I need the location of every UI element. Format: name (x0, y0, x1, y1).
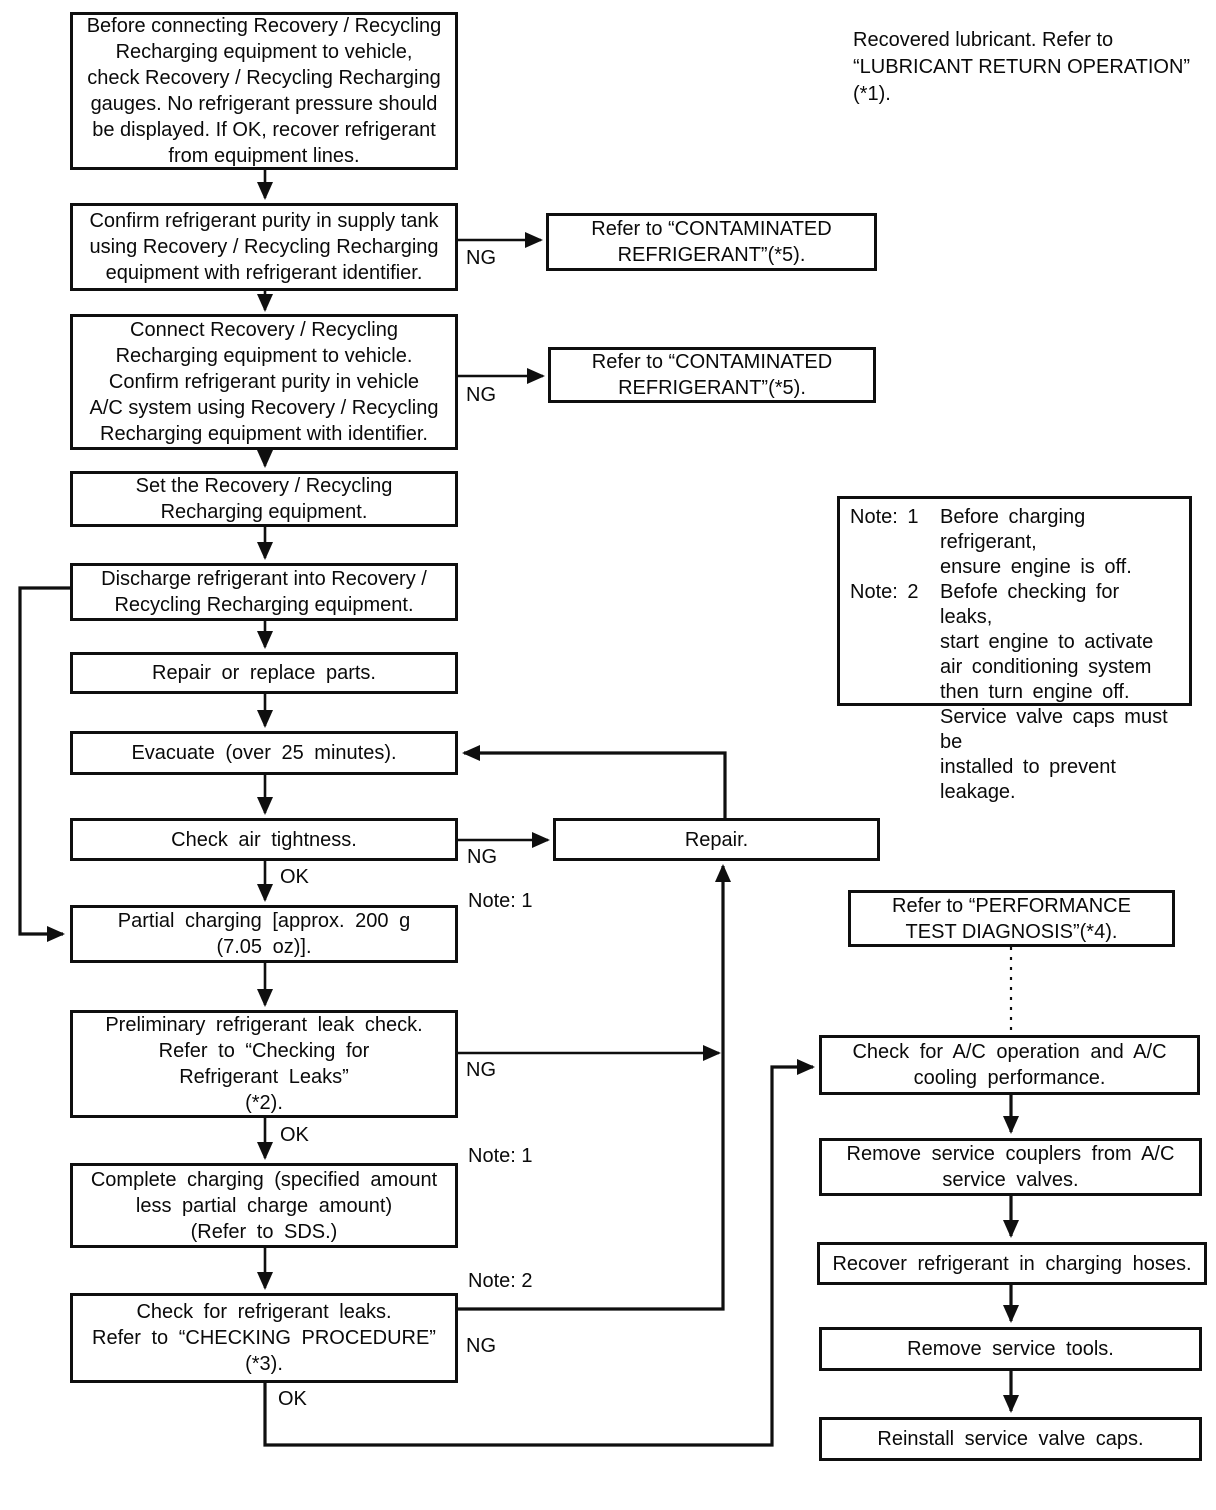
step-partial-charging: Partial charging [approx. 200 g (7.05 oz… (70, 905, 458, 963)
ref-contaminated-refrigerant-1: Refer to “CONTAMINATED REFRIGERANT”(*5). (546, 213, 877, 271)
note1-label-complete: Note: 1 (468, 1145, 533, 1167)
note-2-row: Note: 2 Befofe checking for leaks, start… (850, 580, 1179, 805)
ng-label-preliminary: NG (466, 1059, 496, 1081)
step-set-equipment: Set the Recovery / Recycling Recharging … (70, 471, 458, 527)
ref-contaminated-refrigerant-2: Refer to “CONTAMINATED REFRIGERANT”(*5). (548, 347, 876, 403)
ng-label-air-tightness: NG (467, 846, 497, 868)
note1-label-partial: Note: 1 (468, 890, 533, 912)
note-2-label: Note: 2 (850, 581, 919, 603)
step-connect-equipment-vehicle: Connect Recovery / Recycling Recharging … (70, 314, 458, 450)
step-discharge-refrigerant: Discharge refrigerant into Recovery / Re… (70, 563, 458, 621)
route-ok-leakcheck-to-acoperation (263, 1059, 815, 1447)
step-remove-service-couplers: Remove service couplers from A/C service… (819, 1138, 1202, 1196)
step-confirm-purity-supply-tank: Confirm refrigerant purity in supply tan… (70, 203, 458, 291)
step-check-ac-operation: Check for A/C operation and A/C cooling … (819, 1035, 1200, 1095)
step-preliminary-leak-check: Preliminary refrigerant leak check. Refe… (70, 1010, 458, 1118)
step-precheck-equipment: Before connecting Recovery / Recycling R… (70, 12, 458, 170)
note-1-row: Note: 1 Before charging refrigerant, ens… (850, 505, 1179, 580)
note-2-text: Befofe checking for leaks, start engine … (940, 581, 1168, 803)
step-reinstall-valve-caps: Reinstall service valve caps. (819, 1417, 1202, 1461)
ng-label-purity: NG (466, 247, 496, 269)
step-repair: Repair. (553, 818, 880, 861)
note-1-label: Note: 1 (850, 506, 919, 528)
route-ng-leakcheck-to-repair (458, 864, 731, 1311)
step-remove-service-tools: Remove service tools. (819, 1327, 1202, 1371)
step-check-air-tightness: Check air tightness. (70, 818, 458, 861)
lubricant-return-annotation: Recovered lubricant. Refer to “LUBRICANT… (853, 29, 1191, 105)
ok-label-preliminary: OK (280, 1124, 309, 1146)
ng-label-connect: NG (466, 384, 496, 406)
ng-label-leakcheck: NG (466, 1335, 496, 1357)
notes-box: Note: 1 Before charging refrigerant, ens… (837, 496, 1192, 803)
ref-performance-test-diagnosis: Refer to “PERFORMANCE TEST DIAGNOSIS”(*4… (848, 890, 1175, 947)
step-check-refrigerant-leaks: Check for refrigerant leaks. Refer to “C… (70, 1293, 458, 1383)
ok-label-leakcheck: OK (278, 1388, 307, 1410)
note-1-text: Before charging refrigerant, ensure engi… (940, 506, 1132, 578)
loop-discharge-to-partial (18, 586, 70, 942)
note2-label-leakcheck: Note: 2 (468, 1270, 533, 1292)
step-evacuate: Evacuate (over 25 minutes). (70, 731, 458, 775)
step-recover-refrigerant-hoses: Recover refrigerant in charging hoses. (817, 1242, 1207, 1285)
step-repair-or-replace-parts: Repair or replace parts. (70, 652, 458, 694)
ok-label-air-tightness: OK (280, 866, 309, 888)
step-complete-charging: Complete charging (specified amount less… (70, 1163, 458, 1248)
loop-repair-to-evacuate (462, 745, 727, 818)
